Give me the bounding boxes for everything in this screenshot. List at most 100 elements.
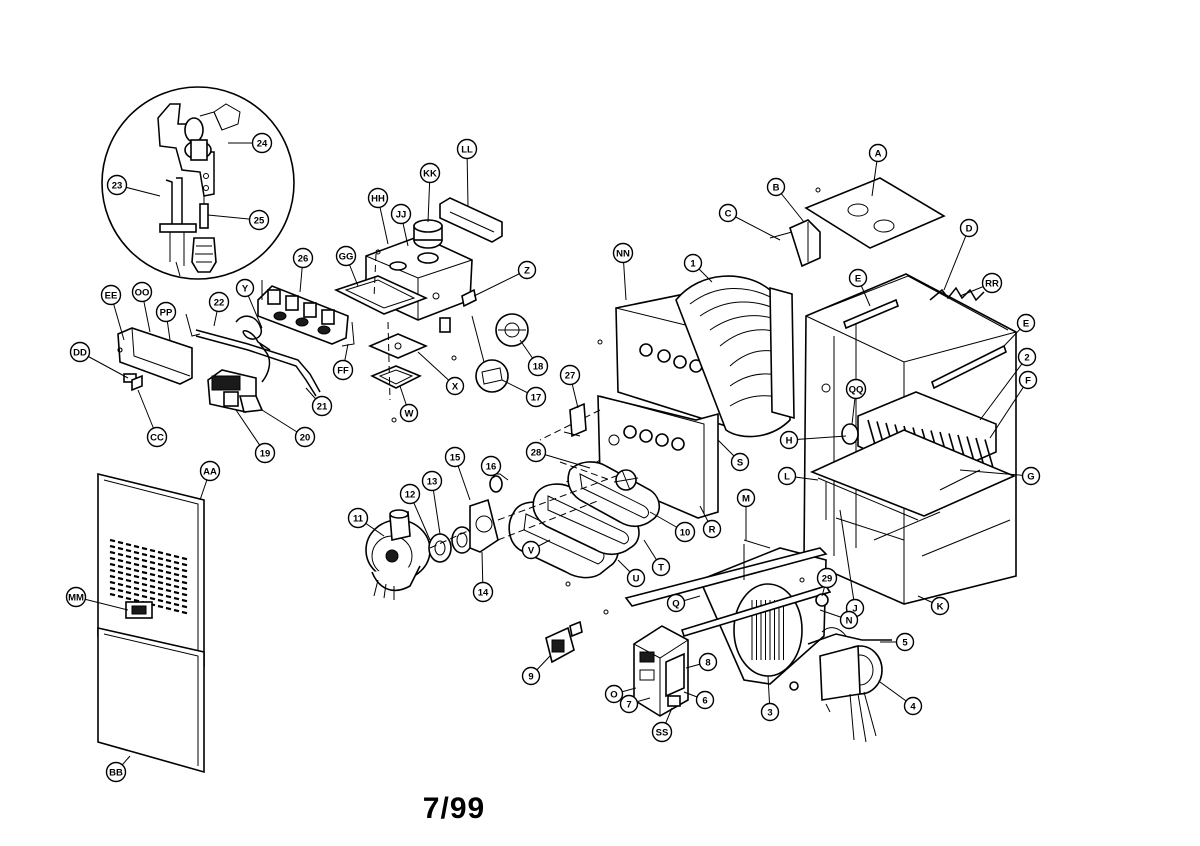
callout-16: 16 xyxy=(480,455,502,477)
callout-circle xyxy=(105,761,127,783)
louver-slot xyxy=(141,552,148,557)
callout-circle xyxy=(1018,370,1038,390)
callout-circle xyxy=(480,455,502,477)
louver-slot xyxy=(173,554,180,559)
callout-circle xyxy=(399,483,421,505)
louver-slot xyxy=(133,550,140,555)
callout-14: 14 xyxy=(472,581,494,603)
louver-slot xyxy=(117,588,124,593)
callout-28: 28 xyxy=(525,441,547,463)
callout-label: Z xyxy=(524,265,530,276)
louver-slot xyxy=(165,576,172,581)
callout-29: 29 xyxy=(816,567,838,589)
louver-slot xyxy=(157,598,164,603)
callout-circle xyxy=(816,567,838,589)
callout-label: G xyxy=(1027,471,1034,482)
callout-circle xyxy=(65,586,87,608)
callout-circle xyxy=(903,696,923,716)
callout-24: 24 xyxy=(251,132,273,154)
callout-label: DD xyxy=(73,347,87,358)
callout-1: 1 xyxy=(683,253,703,273)
callout-circle xyxy=(421,470,443,492)
louver-slot xyxy=(109,550,116,555)
callout-qq: QQ xyxy=(845,378,867,400)
callout-jj: JJ xyxy=(390,203,412,225)
callout-label: 7 xyxy=(626,699,631,710)
coil-fin xyxy=(984,439,994,468)
callout-20: 20 xyxy=(294,426,316,448)
callout-circle xyxy=(651,721,673,743)
callout-circle xyxy=(683,253,703,273)
callout-label: Y xyxy=(242,283,249,294)
louver-slot xyxy=(165,588,172,593)
louver-slot xyxy=(117,570,124,575)
louver-slot xyxy=(181,604,188,609)
callout-label: U xyxy=(633,573,640,584)
callout-circle xyxy=(521,666,541,686)
louver-slot xyxy=(173,560,180,565)
callout-circle xyxy=(390,203,412,225)
callout-label: F xyxy=(1025,375,1031,386)
callout-21: 21 xyxy=(311,395,333,417)
callout-circle xyxy=(456,138,478,160)
callout-label: 8 xyxy=(705,657,710,668)
callout-circle xyxy=(666,593,686,613)
callout-ff: FF xyxy=(332,359,354,381)
blower-assembly xyxy=(624,539,832,685)
callout-circle xyxy=(651,557,671,577)
callout-cc: CC xyxy=(146,426,168,448)
louver-slot xyxy=(141,576,148,581)
callout-circle xyxy=(521,540,541,560)
callout-8a: 8 xyxy=(698,652,718,672)
callout-circle xyxy=(619,694,639,714)
callout-label: R xyxy=(709,524,716,535)
callout-label: E xyxy=(855,273,861,284)
louver-slot xyxy=(181,574,188,579)
callout-circle xyxy=(868,143,888,163)
callout-label: D xyxy=(966,223,973,234)
callout-circle xyxy=(559,364,581,386)
callout-label: N xyxy=(846,615,853,626)
louver-slot xyxy=(125,554,132,559)
callout-bb: BB xyxy=(105,761,127,783)
louver-slot xyxy=(149,566,156,571)
callout-label: E xyxy=(1023,318,1029,329)
page-number: 7/99 xyxy=(422,792,486,825)
callout-leader-2 xyxy=(979,356,1028,421)
louver-slot xyxy=(157,556,164,561)
callout-label: JJ xyxy=(396,209,407,220)
callout-circle xyxy=(612,242,634,264)
callout-circle xyxy=(674,521,696,543)
louver-slot xyxy=(165,558,172,563)
callout-circle xyxy=(525,441,547,463)
callout-circle xyxy=(367,187,389,209)
callout-circle xyxy=(736,488,756,508)
inducer-motor-assembly xyxy=(365,473,617,600)
louver-slot xyxy=(117,576,124,581)
callout-label: L xyxy=(784,471,790,482)
callout-m: M xyxy=(736,488,756,508)
louver-slot xyxy=(173,572,180,577)
louver-slot xyxy=(141,582,148,587)
callout-circle xyxy=(895,632,915,652)
louver-slot xyxy=(149,554,156,559)
callout-11: 11 xyxy=(347,507,369,529)
callout-15: 15 xyxy=(444,446,466,468)
louver-slot xyxy=(157,586,164,591)
callout-label: 23 xyxy=(112,180,123,191)
lower-door xyxy=(97,626,205,774)
louver-slot xyxy=(173,602,180,607)
louver-slot xyxy=(157,604,164,609)
callout-25: 25 xyxy=(248,209,270,231)
callout-circle xyxy=(760,702,780,722)
callout-17: 17 xyxy=(525,386,547,408)
louver-slot xyxy=(117,582,124,587)
louver-slot xyxy=(133,580,140,585)
louver-slot xyxy=(109,574,116,579)
callout-circle xyxy=(445,376,465,396)
louver-slot xyxy=(109,586,116,591)
louver-slot xyxy=(109,568,116,573)
callout-aa: AA xyxy=(199,460,221,482)
callout-18: 18 xyxy=(527,355,549,377)
callout-label: 14 xyxy=(478,587,489,598)
